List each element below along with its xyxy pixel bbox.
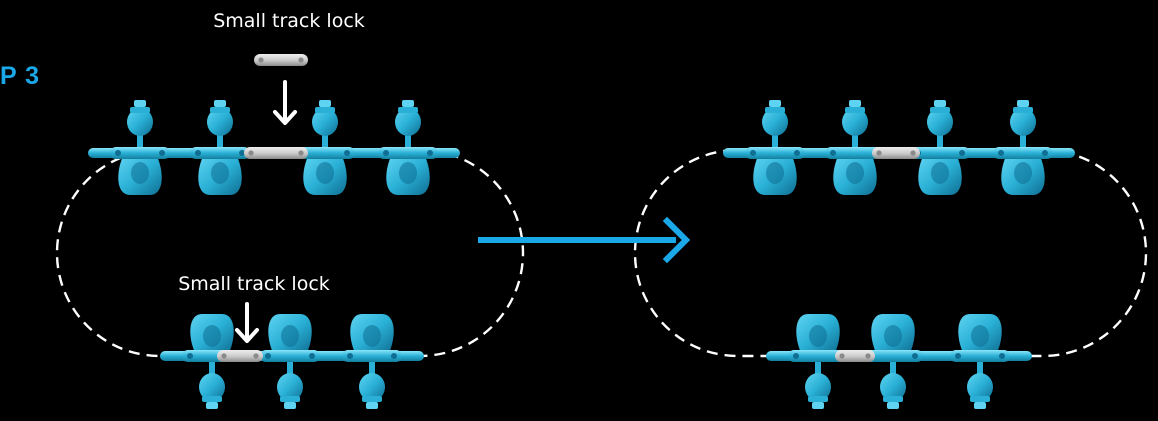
step-label: P 3 [0,62,41,90]
track-module [260,314,320,409]
callout-label-top: Small track lock [213,10,365,32]
loose-track-lock [254,54,308,66]
lower-chain-after [766,314,1032,409]
track-module [190,100,250,195]
dashed-track-loop-after [633,148,1148,358]
track-module [825,100,885,195]
upper-chain-after [723,100,1075,195]
upper-chain-before [88,100,460,195]
track-module [182,314,242,409]
track-module [993,100,1053,195]
down-arrow-icon [273,80,297,125]
callout-label-bottom: Small track lock [178,273,330,295]
track-module [863,314,923,409]
track-module [745,100,805,195]
small-track-lock [217,350,263,362]
track-module [342,314,402,409]
right-arrow-icon [478,216,691,264]
track-module [378,100,438,195]
small-track-lock [872,147,920,159]
track-module [110,100,170,195]
small-track-lock [244,147,308,159]
track-module [950,314,1010,409]
down-arrow-icon [235,302,259,343]
small-track-lock [835,350,875,362]
track-module [788,314,848,409]
lower-chain-before [160,314,424,409]
track-module [910,100,970,195]
